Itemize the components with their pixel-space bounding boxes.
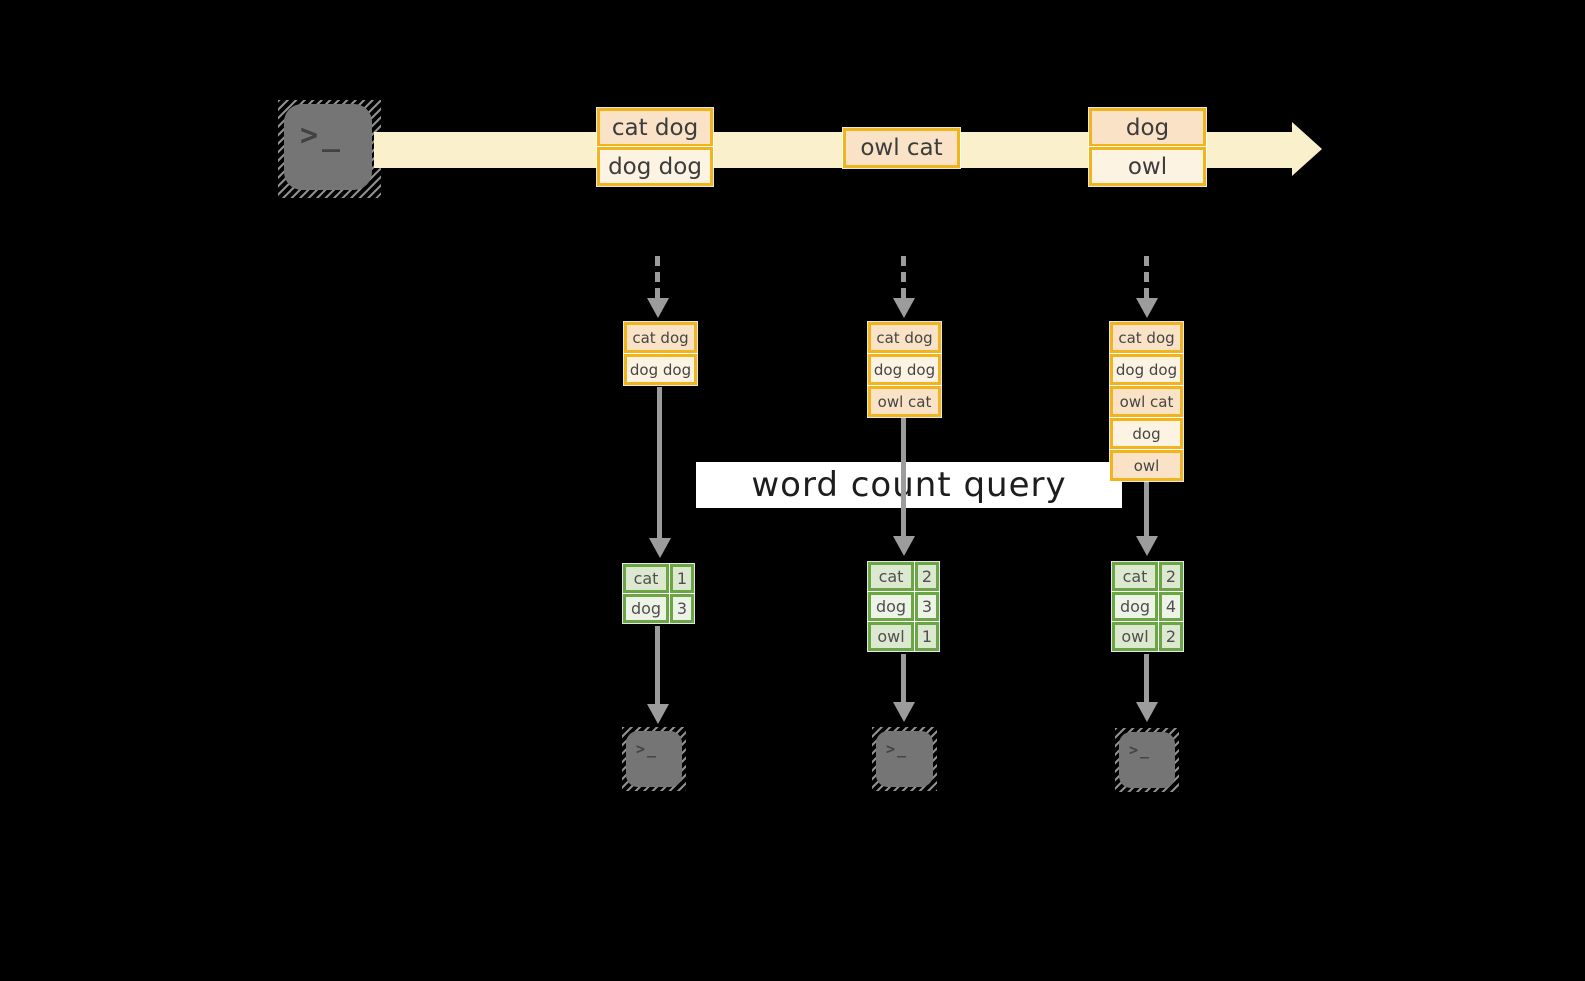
buffer-row: owl bbox=[1110, 450, 1183, 481]
down-arrowhead-icon bbox=[893, 702, 915, 722]
stream-event-line: cat dog bbox=[597, 108, 713, 147]
event-buffer-1: cat dog dog dog bbox=[624, 322, 697, 386]
buffer-row: owl cat bbox=[1110, 386, 1183, 417]
word-cell: owl bbox=[868, 622, 914, 651]
buffer-row: cat dog bbox=[868, 322, 941, 353]
down-arrowhead-icon bbox=[1136, 298, 1158, 318]
sink-terminal-icon-2: >_ bbox=[872, 727, 937, 791]
count-row: dog 3 bbox=[623, 594, 694, 623]
dashed-down-arrow-line bbox=[1144, 256, 1149, 298]
event-buffer-3: cat dog dog dog owl cat dog owl bbox=[1110, 322, 1183, 482]
count-cell: 4 bbox=[1159, 592, 1183, 621]
word-cell: owl bbox=[1112, 622, 1158, 651]
source-terminal-icon: >_ bbox=[278, 100, 381, 198]
stream-event-line: owl bbox=[1089, 147, 1206, 186]
count-cell: 2 bbox=[915, 562, 939, 591]
word-cell: dog bbox=[1112, 592, 1158, 621]
terminal-prompt-glyph: >_ bbox=[886, 740, 909, 758]
count-row: owl 1 bbox=[868, 622, 939, 651]
word-cell: dog bbox=[868, 592, 914, 621]
terminal-screen: >_ bbox=[626, 731, 682, 787]
down-arrowhead-icon bbox=[1136, 536, 1158, 556]
down-arrow-line bbox=[901, 654, 906, 702]
count-row: owl 2 bbox=[1112, 622, 1183, 651]
down-arrowhead-icon bbox=[647, 298, 669, 318]
terminal-screen: >_ bbox=[1119, 732, 1175, 788]
word-cell: cat bbox=[868, 562, 914, 591]
terminal-screen: >_ bbox=[284, 104, 372, 190]
stream-event-line: dog dog bbox=[597, 147, 713, 186]
word-count-query-label: word count query bbox=[696, 462, 1122, 508]
word-cell: cat bbox=[623, 564, 669, 593]
dashed-down-arrow-line bbox=[655, 256, 660, 298]
down-arrow-line bbox=[901, 418, 906, 538]
terminal-prompt-glyph: >_ bbox=[1129, 741, 1152, 759]
terminal-prompt-glyph: >_ bbox=[300, 118, 345, 153]
count-row: cat 2 bbox=[868, 562, 939, 591]
count-table-2: cat 2 dog 3 owl 1 bbox=[868, 562, 939, 652]
word-cell: dog bbox=[623, 594, 669, 623]
stream-event-line: dog bbox=[1089, 108, 1206, 147]
down-arrowhead-icon bbox=[647, 704, 669, 724]
down-arrow-line bbox=[655, 626, 660, 704]
count-cell: 2 bbox=[1159, 622, 1183, 651]
stream-event-group-2: owl cat bbox=[843, 128, 960, 168]
count-cell: 3 bbox=[915, 592, 939, 621]
count-row: cat 1 bbox=[623, 564, 694, 593]
buffer-row: owl cat bbox=[868, 386, 941, 417]
dashed-down-arrow-line bbox=[901, 256, 906, 298]
terminal-prompt-glyph: >_ bbox=[636, 740, 659, 758]
count-row: dog 3 bbox=[868, 592, 939, 621]
count-cell: 1 bbox=[915, 622, 939, 651]
event-buffer-2: cat dog dog dog owl cat bbox=[868, 322, 941, 418]
count-table-1: cat 1 dog 3 bbox=[623, 564, 694, 624]
down-arrowhead-icon bbox=[893, 536, 915, 556]
down-arrow-line bbox=[1144, 481, 1149, 538]
stream-arrowhead-icon bbox=[1292, 122, 1322, 176]
sink-terminal-icon-1: >_ bbox=[622, 727, 686, 791]
count-cell: 2 bbox=[1159, 562, 1183, 591]
buffer-row: cat dog bbox=[624, 322, 697, 353]
sink-terminal-icon-3: >_ bbox=[1115, 728, 1179, 792]
count-cell: 3 bbox=[670, 594, 694, 623]
terminal-screen: >_ bbox=[876, 731, 933, 787]
down-arrowhead-icon bbox=[1136, 702, 1158, 722]
buffer-row: dog dog bbox=[624, 354, 697, 385]
buffer-row: dog dog bbox=[868, 354, 941, 385]
down-arrowhead-icon bbox=[893, 298, 915, 318]
down-arrow-line bbox=[1144, 654, 1149, 702]
count-row: dog 4 bbox=[1112, 592, 1183, 621]
stream-event-group-1: cat dog dog dog bbox=[597, 108, 713, 186]
count-table-3: cat 2 dog 4 owl 2 bbox=[1112, 562, 1183, 652]
buffer-row: cat dog bbox=[1110, 322, 1183, 353]
buffer-row: dog dog bbox=[1110, 354, 1183, 385]
count-row: cat 2 bbox=[1112, 562, 1183, 591]
down-arrow-line bbox=[657, 387, 662, 540]
buffer-row: dog bbox=[1110, 418, 1183, 449]
count-cell: 1 bbox=[670, 564, 694, 593]
down-arrowhead-icon bbox=[649, 538, 671, 558]
stream-event-group-3: dog owl bbox=[1089, 108, 1206, 186]
word-cell: cat bbox=[1112, 562, 1158, 591]
stream-event-line: owl cat bbox=[843, 128, 960, 168]
